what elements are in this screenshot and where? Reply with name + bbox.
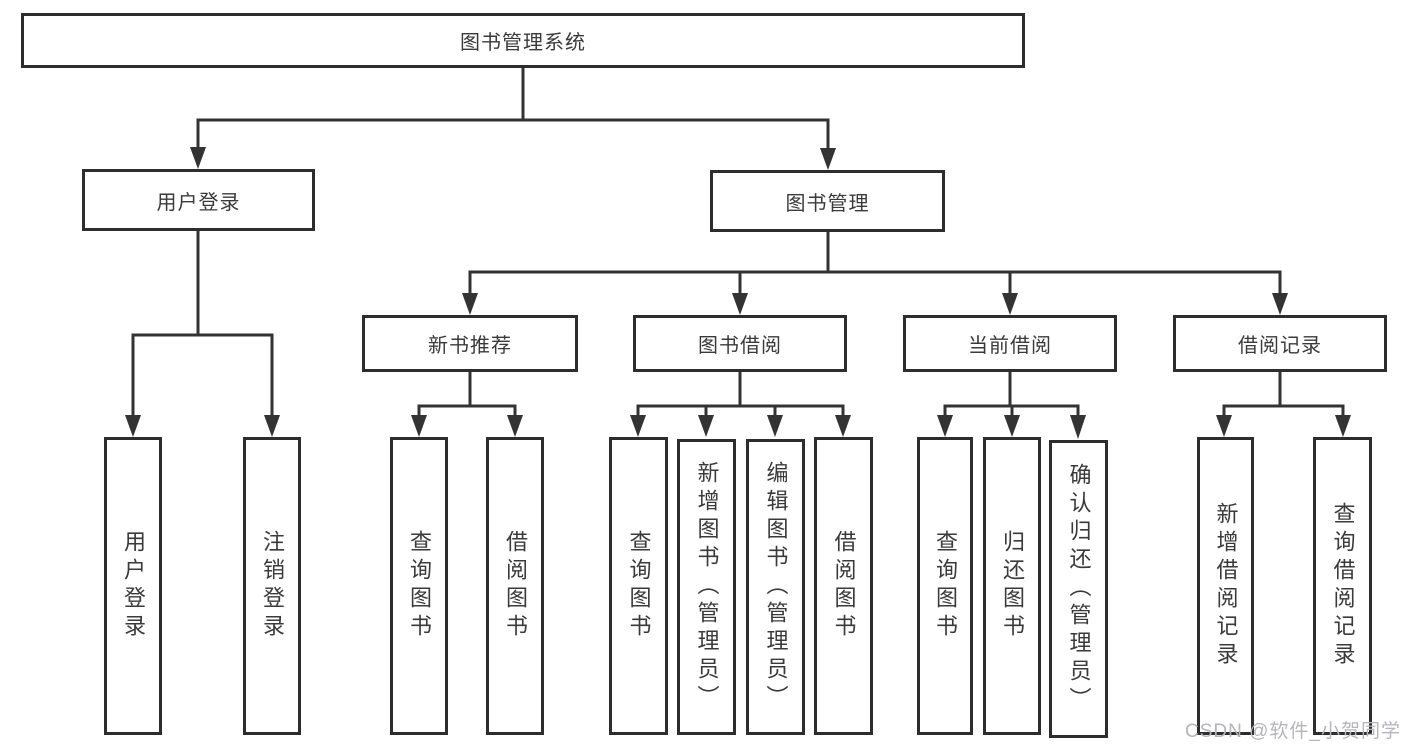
- leaf-query-books-3: 查询图书: [917, 437, 973, 735]
- arrowhead-icons: [125, 147, 1351, 439]
- leaf-logout: 注销登录: [243, 437, 301, 735]
- node-user-login: 用户登录: [82, 169, 315, 231]
- leaf-borrow-books-1: 借阅图书: [486, 437, 544, 735]
- leaf-query-books-2: 查询图书: [609, 437, 668, 735]
- node-current-borrow: 当前借阅: [903, 315, 1117, 372]
- leaf-edit-books-admin: 编辑图书（管理员）: [746, 439, 805, 735]
- csdn-watermark: CSDN @软件_小贺同学: [1185, 721, 1401, 742]
- leaf-confirm-return-admin: 确认归还（管理员）: [1049, 440, 1108, 738]
- leaf-user-login: 用户登录: [104, 437, 162, 735]
- leaf-query-books-1: 查询图书: [390, 437, 448, 735]
- leaf-return-books: 归还图书: [983, 437, 1041, 735]
- leaf-add-borrow-record: 新增借阅记录: [1197, 437, 1254, 735]
- node-borrow-records: 借阅记录: [1173, 315, 1387, 372]
- node-new-book-recommend: 新书推荐: [362, 315, 578, 372]
- leaf-borrow-books-2: 借阅图书: [814, 437, 873, 735]
- node-book-management: 图书管理: [710, 170, 945, 232]
- leaf-query-borrow-record: 查询借阅记录: [1313, 437, 1372, 735]
- node-library-management-system: 图书管理系统: [21, 13, 1025, 68]
- leaf-add-books-admin: 新增图书（管理员）: [677, 439, 736, 735]
- node-book-borrow: 图书借阅: [633, 315, 847, 372]
